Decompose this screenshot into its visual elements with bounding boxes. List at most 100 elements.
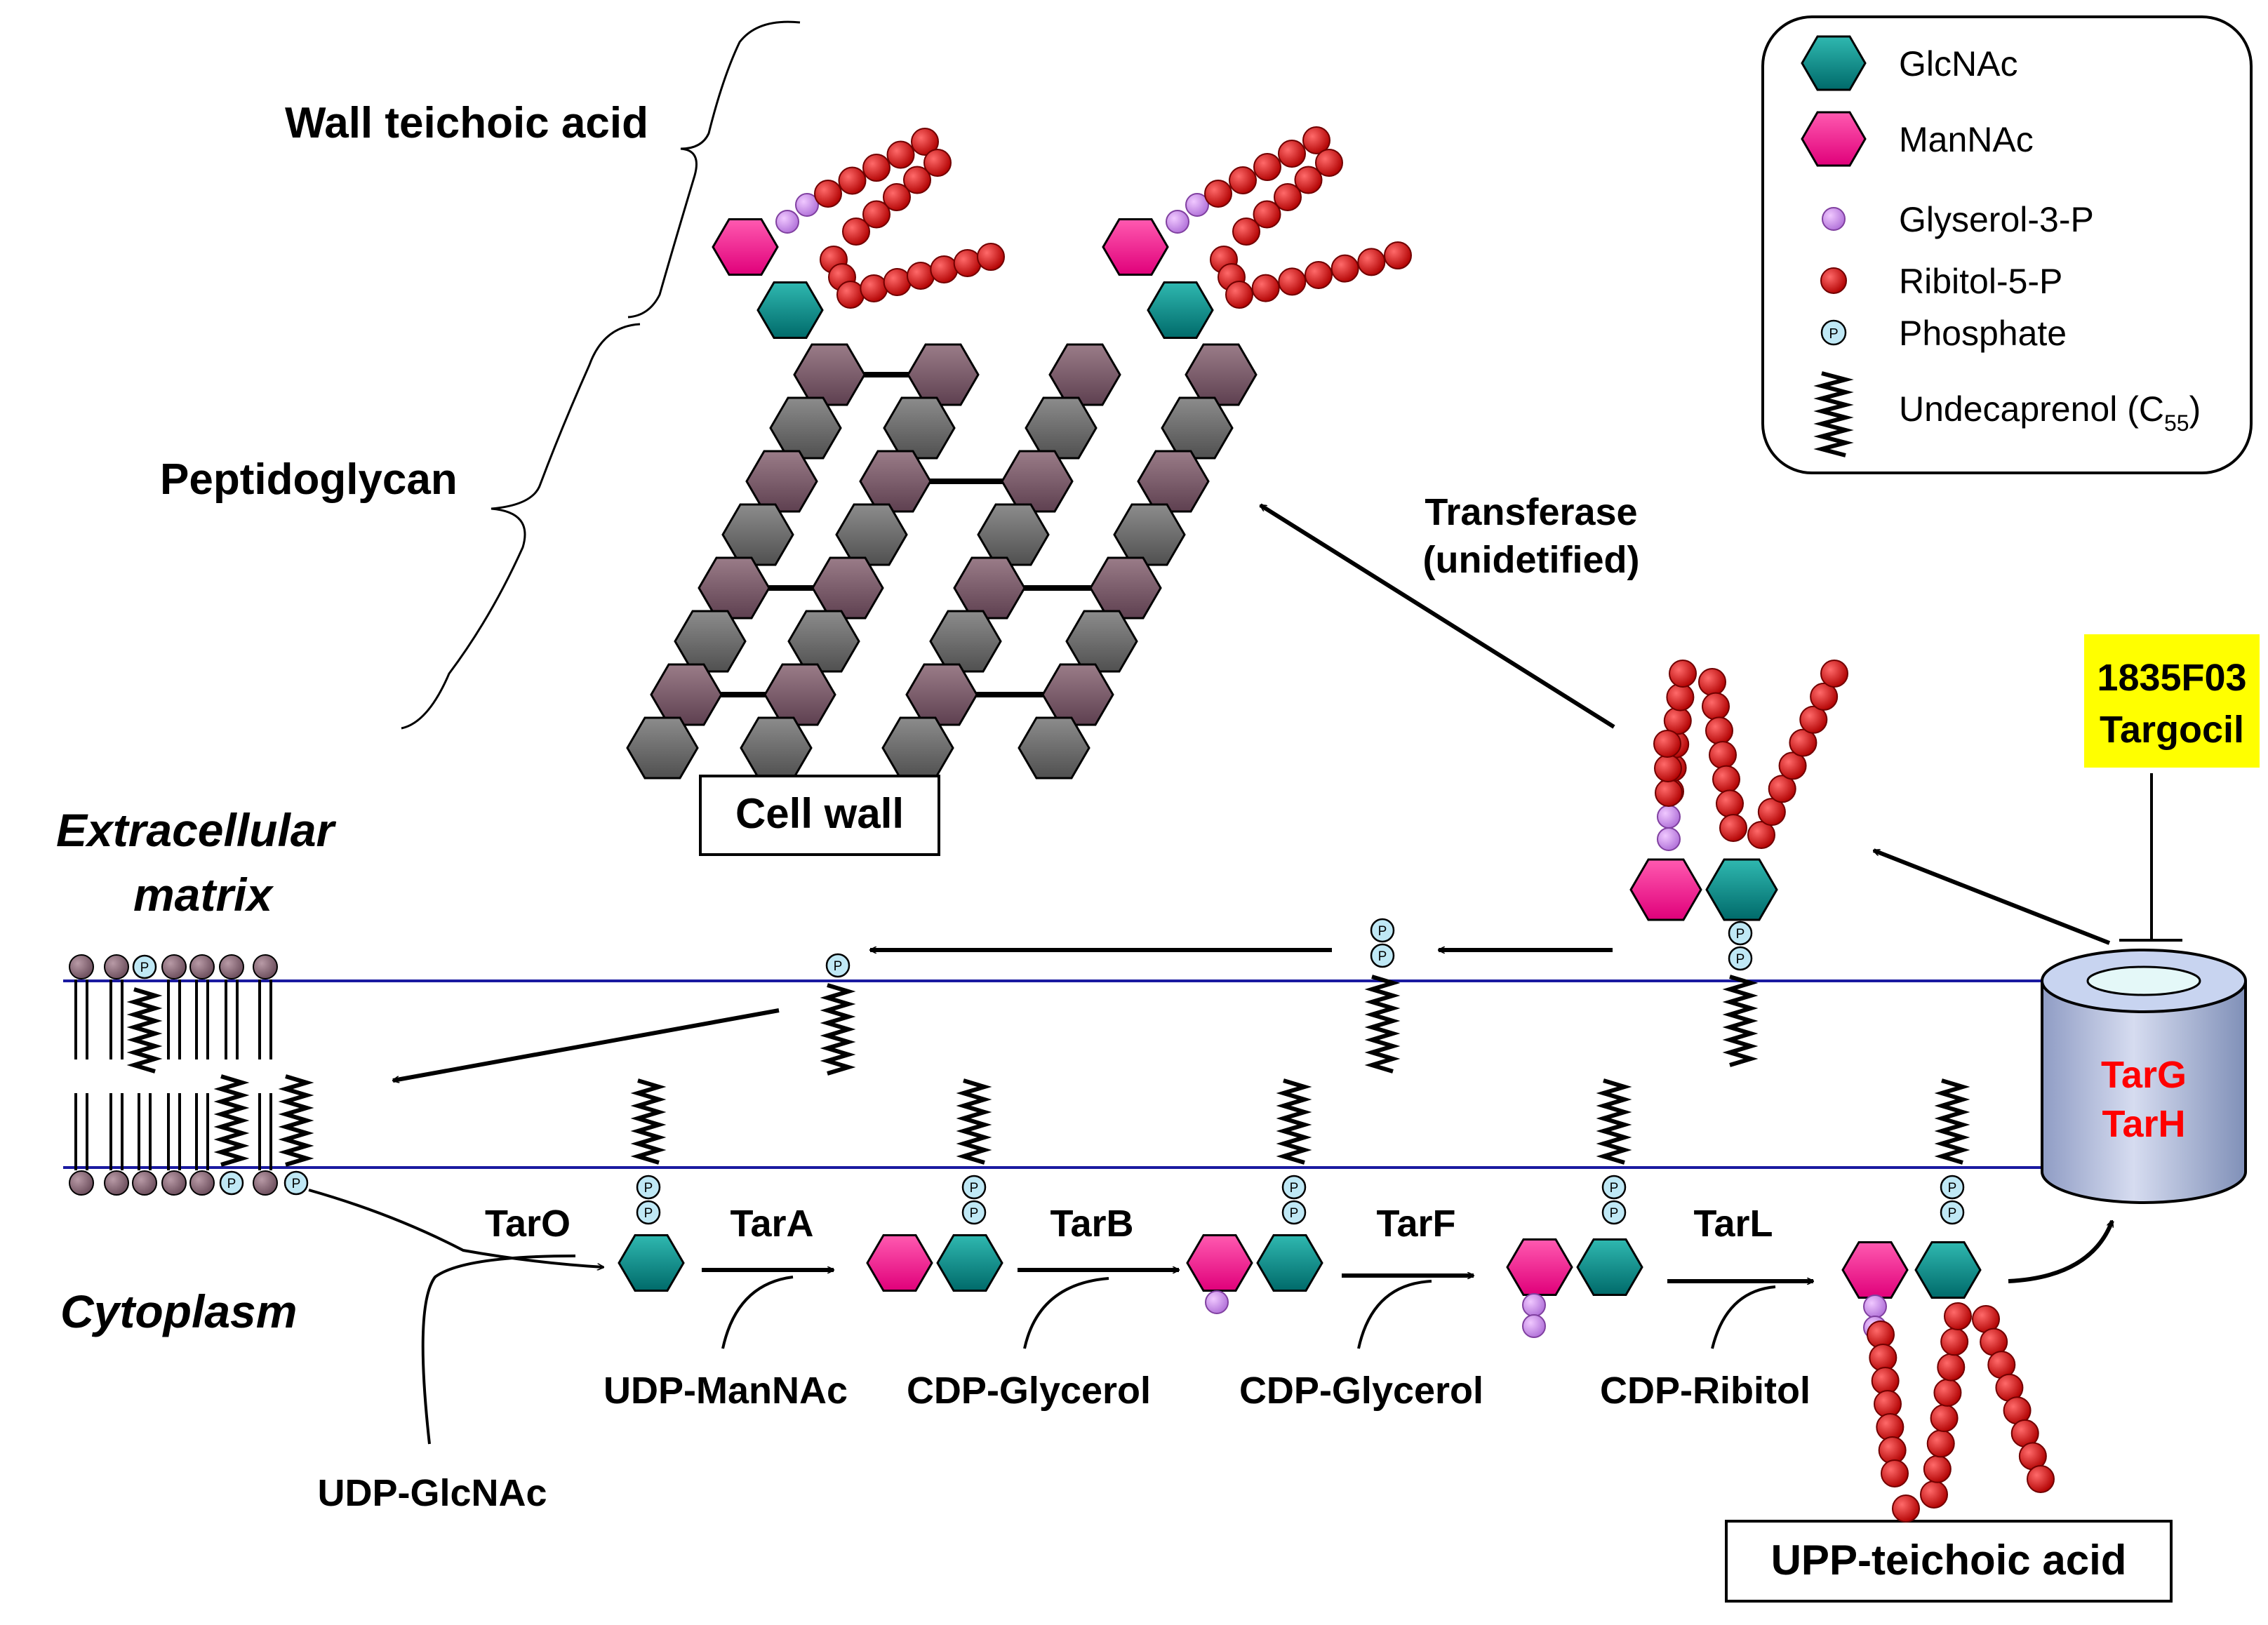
ribitol-dot bbox=[1225, 281, 1253, 309]
ribitol-dot bbox=[1810, 682, 1839, 711]
phosphate-circle: P bbox=[636, 1200, 661, 1225]
phosphate-symbol: P bbox=[292, 1177, 301, 1191]
glcnac-hexagon bbox=[1914, 1241, 1982, 1299]
peptidoglycan-label: Peptidoglycan bbox=[160, 455, 458, 504]
ribitol-dot bbox=[1820, 660, 1848, 688]
ribitol-dot bbox=[862, 200, 890, 229]
glcnac-hexagon-icon bbox=[1801, 35, 1867, 91]
udp-glcnac-arrow bbox=[421, 1255, 576, 1445]
ribitol-dot bbox=[1253, 200, 1281, 229]
upp-teichoic-acid-label: UPP-teichoic acid bbox=[1771, 1537, 2127, 1584]
enzyme-labels: TarO TarA TarB TarF TarL bbox=[485, 1203, 1773, 1245]
phosphate-symbol: P bbox=[1736, 927, 1745, 942]
lipid-head bbox=[132, 1170, 157, 1196]
polymer-chains bbox=[712, 126, 2055, 1523]
legend-label-mannac: ManNAc bbox=[1899, 120, 2034, 159]
transferase-label-line2: (unidetified) bbox=[1423, 539, 1640, 581]
peptidoglycan-gray-hexagon bbox=[674, 610, 747, 673]
legend-item-phosphate: P Phosphate bbox=[1820, 314, 2067, 353]
ribitol-dot bbox=[1716, 789, 1744, 818]
undecaprenol-coil bbox=[126, 987, 163, 1074]
lipid-head bbox=[253, 954, 278, 979]
phosphate-symbol: P bbox=[1378, 949, 1387, 964]
ribitol-dot bbox=[1655, 779, 1683, 807]
enzyme-tara-label: TarA bbox=[730, 1203, 813, 1245]
lipid-head bbox=[104, 1170, 129, 1196]
peptidoglycan-mauve-hexagon bbox=[1041, 663, 1114, 726]
ribitol-dot bbox=[862, 154, 890, 182]
ribitol-dot bbox=[1302, 126, 1330, 154]
ribitol-dot bbox=[1232, 218, 1260, 246]
export-arrow bbox=[1874, 848, 2111, 945]
recycle-arrow bbox=[393, 1008, 780, 1081]
glcnac-hexagon bbox=[1256, 1233, 1323, 1292]
cdp-glycerol-arrow-1 bbox=[1023, 1277, 1109, 1349]
ribitol-dot bbox=[1698, 668, 1726, 696]
substrate-cdp-glycerol-label-2: CDP-Glycerol bbox=[1239, 1370, 1483, 1412]
peptidoglycan-gray-hexagon bbox=[740, 716, 813, 780]
peptidoglycan-gray-hexagon bbox=[626, 716, 699, 780]
lipid-head bbox=[219, 954, 244, 979]
ribitol-dot bbox=[1920, 1480, 1948, 1509]
cytoplasm-label: Cytoplasm bbox=[60, 1285, 297, 1337]
peptidoglycan-mauve-hexagon bbox=[905, 663, 978, 726]
peptidoglycan-gray-hexagon bbox=[1113, 503, 1186, 566]
lipid-head bbox=[69, 1170, 94, 1196]
peptidoglycan-gray-hexagon bbox=[1018, 716, 1090, 780]
ribitol-dot bbox=[1204, 180, 1232, 208]
glycerol-dot bbox=[1657, 827, 1681, 851]
udp-mannac-arrow bbox=[721, 1276, 794, 1349]
phosphate-circle: P bbox=[1728, 946, 1753, 971]
peptidoglycan-mauve-hexagon bbox=[763, 663, 836, 726]
ribitol-dot bbox=[1881, 1459, 1909, 1487]
peptidoglycan-mauve-hexagon bbox=[1048, 343, 1121, 406]
lipid-head bbox=[189, 954, 215, 979]
glycerol-dot-icon bbox=[1822, 207, 1846, 231]
ribitol-dot bbox=[1384, 241, 1412, 269]
glycerol-dot bbox=[1657, 805, 1681, 829]
undecaprenol-coil bbox=[630, 1078, 667, 1165]
peptidoglycan-mauve-hexagon bbox=[953, 556, 1026, 620]
inhibitor-box: 1835F03 Targocil bbox=[2084, 634, 2260, 768]
transporter-label-targ: TarG bbox=[2101, 1054, 2187, 1096]
peptidoglycan-brace bbox=[401, 323, 641, 730]
phosphate-symbol: P bbox=[970, 1206, 979, 1221]
lipid-head bbox=[161, 954, 187, 979]
phosphate-symbol: P bbox=[1610, 1206, 1619, 1221]
ribitol-dot bbox=[1712, 765, 1740, 794]
mannac-hexagon bbox=[1186, 1233, 1253, 1292]
legend-item-ribitol: Ribitol-5-P bbox=[1820, 262, 2062, 301]
legend-label-undecaprenol: Undecaprenol (C55) bbox=[1899, 389, 2201, 436]
phosphate-circle: P bbox=[1281, 1175, 1307, 1200]
cdp-glycerol-arrow-2 bbox=[1357, 1280, 1432, 1349]
phosphate-circle: P bbox=[1940, 1175, 1965, 1200]
phosphate-circle: P bbox=[284, 1170, 309, 1196]
ribitol-dot bbox=[1278, 267, 1307, 296]
glcnac-hexagon bbox=[1705, 858, 1778, 921]
ribitol-dot bbox=[930, 255, 959, 283]
peptidoglycan-mauve-hexagon bbox=[859, 450, 932, 513]
wta-brace bbox=[627, 20, 801, 319]
transferase-label-line1: Transferase bbox=[1425, 491, 1637, 533]
ribitol-dot bbox=[1944, 1302, 1972, 1330]
ribitol-dot bbox=[1923, 1455, 1952, 1483]
cell-wall-label-box: Cell wall bbox=[699, 775, 940, 856]
phosphate-symbol: P bbox=[970, 1181, 979, 1196]
mannac-hexagon bbox=[1102, 218, 1169, 276]
ribitol-dot bbox=[1789, 728, 1817, 757]
peptidoglycan-mauve-hexagon bbox=[745, 450, 818, 513]
glcnac-hexagon bbox=[1576, 1238, 1643, 1297]
glycerol-dot bbox=[1863, 1295, 1887, 1318]
phosphate-circle: P bbox=[1940, 1200, 1965, 1225]
inhibition-line bbox=[2119, 773, 2182, 942]
enzyme-taro-label: TarO bbox=[485, 1203, 571, 1245]
phosphate-circle: P bbox=[1370, 943, 1395, 968]
phosphate-symbol: P bbox=[834, 959, 843, 974]
undecaprenol-coil bbox=[1276, 1078, 1312, 1165]
legend-label-phosphate: Phosphate bbox=[1899, 314, 2067, 353]
peptidoglycan-mauve-hexagon bbox=[1185, 343, 1258, 406]
enzyme-tarf-label: TarF bbox=[1376, 1203, 1455, 1245]
undecaprenol-coil bbox=[820, 983, 856, 1076]
phosphate-circle: P bbox=[219, 1170, 244, 1196]
phosphate-circle: P bbox=[132, 954, 157, 979]
